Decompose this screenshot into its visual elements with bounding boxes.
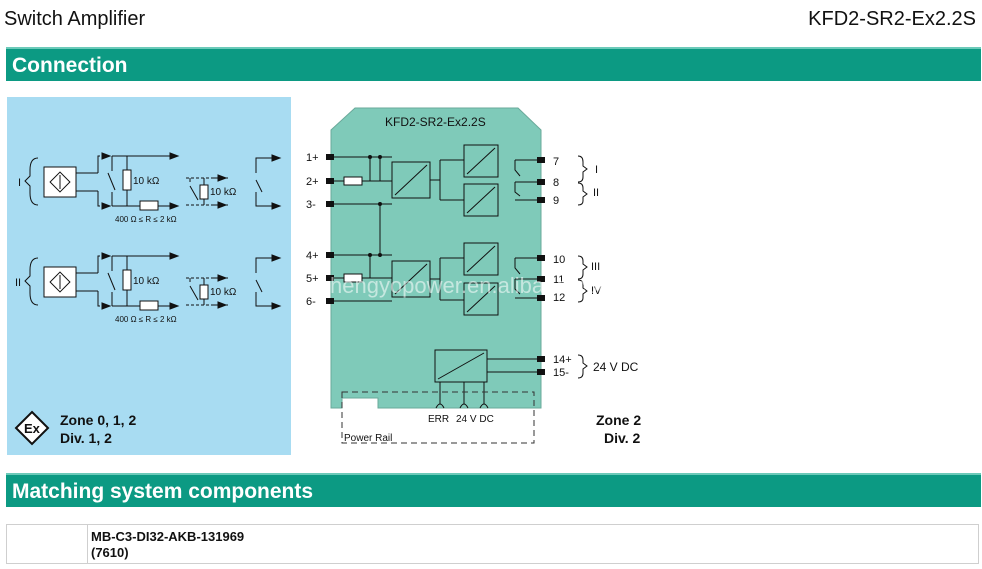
channel-1-load-resistor-label: 10 kΩ [210, 187, 237, 198]
watermark: hengyopower.en.alibaba.com [330, 273, 616, 298]
module-wiring [334, 144, 540, 409]
module-body [330, 107, 542, 409]
output-group-4: IV [591, 285, 602, 297]
terminal-1: 1+ [306, 152, 319, 164]
product-model: KFD2-SR2-Ex2.2S [808, 8, 976, 30]
component-name: MB-C3-DI32-AKB-131969 [91, 529, 245, 544]
supply-voltage-label: 24 V DC [593, 360, 639, 374]
ex-hazard-icon: Ex [14, 410, 50, 446]
terminal-3: 3- [306, 199, 316, 211]
terminal-4: 4+ [306, 250, 319, 262]
output-braces [577, 155, 588, 379]
zone-left-line2: Div. 1, 2 [60, 430, 112, 446]
zone-right-line2: Div. 2 [604, 430, 641, 446]
terminal-8: 8 [553, 177, 559, 189]
terminal-7: 7 [553, 156, 559, 168]
junction-dots [368, 155, 382, 257]
channel-2-circuit [24, 252, 282, 311]
led-err-label: ERR [428, 414, 449, 425]
channel-2-label: II [15, 277, 21, 289]
section-header-connection: Connection [6, 47, 981, 81]
input-terminals [326, 154, 334, 304]
output-group-2: II [593, 187, 599, 199]
terminal-2: 2+ [306, 176, 319, 188]
channel-1-label: I [18, 177, 21, 189]
connection-diagram: I 10 kΩ 10 kΩ 400 Ω ≤ R ≤ 2 kΩ [7, 97, 641, 455]
channel-2-load-resistor-label: 10 kΩ [210, 287, 237, 298]
channel-1-circuit [24, 152, 282, 211]
channel-2-range-label: 400 Ω ≤ R ≤ 2 kΩ [115, 315, 177, 324]
output-group-1: I [595, 164, 598, 176]
components-table: MB-C3-DI32-AKB-131969 (7610) [6, 524, 979, 564]
power-rail-label: Power Rail [344, 433, 392, 444]
terminal-15: 15- [553, 367, 569, 379]
zone-left-line1: Zone 0, 1, 2 [60, 412, 136, 428]
component-code: (7610) [91, 545, 129, 560]
terminal-9: 9 [553, 195, 559, 207]
channel-1-resistor-label: 10 kΩ [133, 176, 160, 187]
terminal-6: 6- [306, 296, 316, 308]
terminal-10: 10 [553, 254, 565, 266]
terminal-14: 14+ [553, 354, 572, 366]
ex-symbol-text: Ex [24, 421, 41, 436]
channel-2-resistor-label: 10 kΩ [133, 276, 160, 287]
terminal-5: 5+ [306, 273, 319, 285]
section-header-matching-components: Matching system components [6, 473, 981, 507]
output-terminals [537, 157, 545, 375]
power-rail-outline [341, 391, 535, 444]
zone-right-line1: Zone 2 [596, 412, 641, 428]
document-title: Switch Amplifier [4, 8, 146, 30]
module-label: KFD2-SR2-Ex2.2S [385, 115, 486, 129]
output-group-3: III [591, 261, 600, 273]
table-column-divider [87, 525, 88, 563]
led-power-label: 24 V DC [456, 414, 494, 425]
channel-1-range-label: 400 Ω ≤ R ≤ 2 kΩ [115, 215, 177, 224]
terminal-11: 11 [553, 274, 564, 286]
terminal-12: 12 [553, 292, 565, 304]
